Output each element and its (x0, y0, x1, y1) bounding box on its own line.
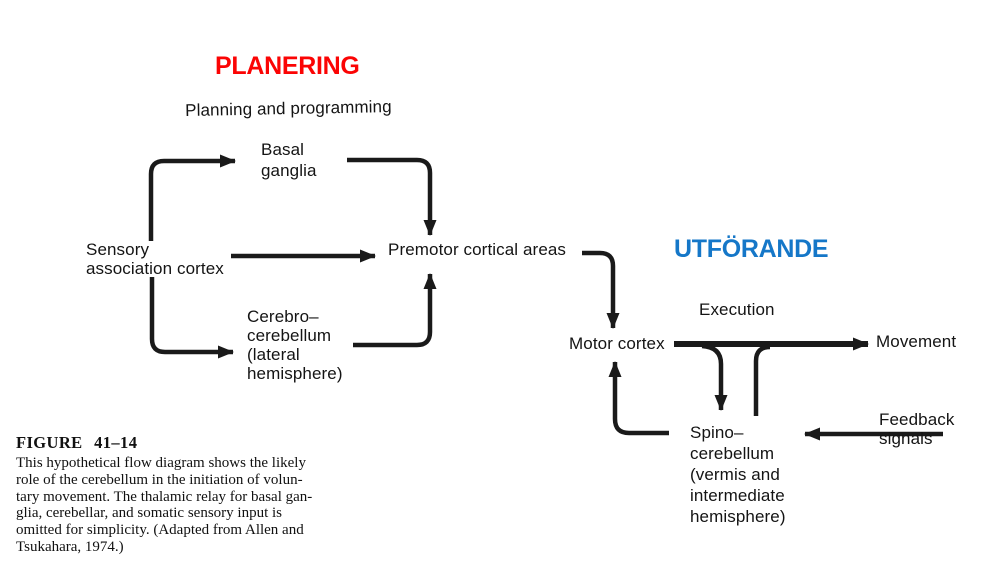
arrow-cerebrocerebellum-to-premotor (353, 273, 437, 348)
node-motor-cortex: Motor cortex (569, 334, 665, 353)
node-sensory-association-cortex: Sensory association cortex (86, 240, 224, 278)
line-spinocerebellum-branch (753, 344, 771, 416)
node-basal-ganglia: Basal ganglia (261, 140, 317, 180)
arrow-sensory-to-basal-ganglia (148, 154, 236, 241)
node-movement: Movement (876, 332, 957, 351)
arrow-spinocerebellum-to-motor-cortex (608, 361, 669, 436)
stage-planning-label: Planning and programming (185, 97, 392, 120)
planning-overlay-label: PLANERING (215, 52, 360, 80)
execution-overlay-label: UTFÖRANDE (674, 235, 829, 263)
arrow-sensory-to-cerebrocerebellum (149, 277, 234, 359)
node-premotor-cortical-areas: Premotor cortical areas (388, 240, 567, 259)
figure-caption-text: This hypothetical flow diagram shows the… (16, 455, 313, 555)
arrow-premotor-to-motor-cortex (582, 250, 620, 329)
arrow-motor-cortex-to-spinocerebellum (701, 343, 728, 411)
arrow-basal-ganglia-to-premotor (347, 157, 437, 236)
node-cerebrocerebellum: Cerebro– cerebellum (lateral hemisphere) (247, 307, 343, 383)
figure-caption-label: FIGURE 41–14 (16, 433, 138, 452)
node-spinocerebellum: Spino– cerebellum (vermis and intermedia… (690, 423, 786, 526)
node-feedback-signals: Feedback signals (879, 410, 955, 448)
figure-caption: FIGURE 41–14 This hypothetical flow diag… (16, 433, 346, 556)
stage-execution-label: Execution (699, 300, 775, 319)
